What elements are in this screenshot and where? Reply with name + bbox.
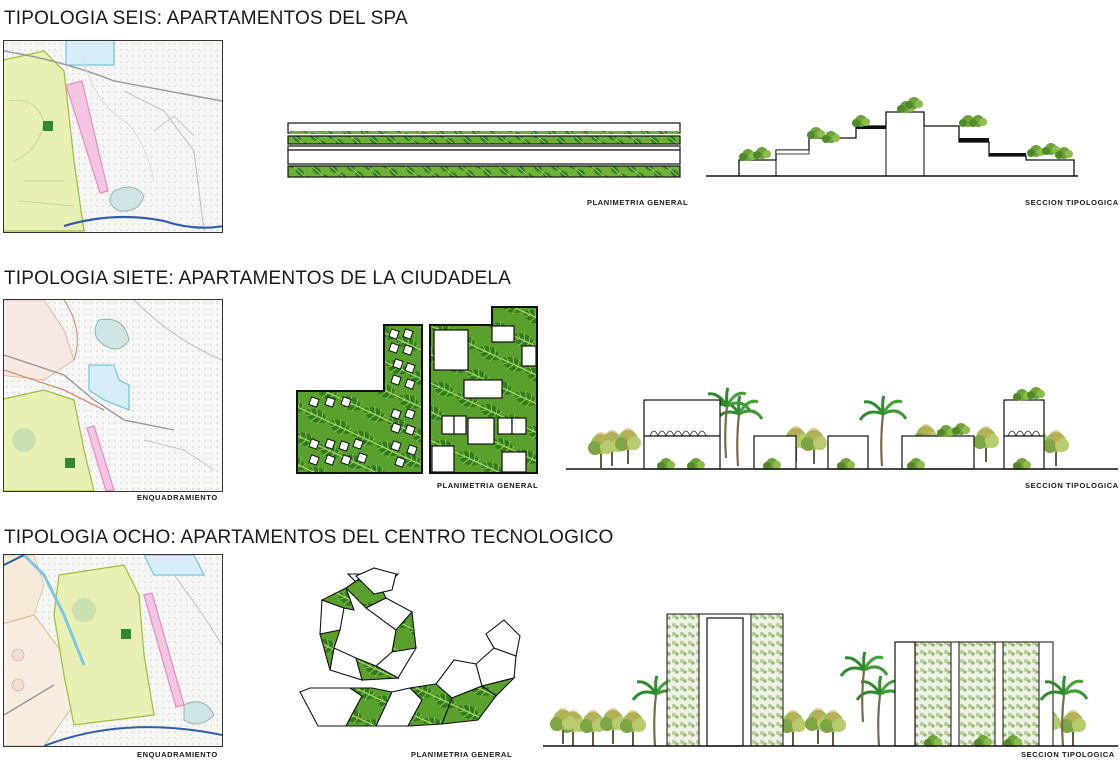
section-centro-tecnologico <box>543 613 1118 748</box>
caption-section-siete: SECCION TIPOLOGICA <box>1025 481 1119 490</box>
caption-plan-ocho: PLANIMETRIA GENERAL <box>411 750 513 759</box>
section-title-ocho: TIPOLOGIA OCHO: APARTAMENTOS DEL CENTRO … <box>4 527 614 548</box>
plan-centro-tecnologico <box>299 567 521 727</box>
caption-plan-seis: PLANIMETRIA GENERAL <box>587 198 689 207</box>
caption-map-siete: ENQUADRAMIENTO <box>137 493 218 502</box>
section-spa <box>706 97 1078 177</box>
caption-plan-siete: PLANIMETRIA GENERAL <box>437 481 539 490</box>
plan-spa <box>287 122 681 178</box>
location-map-siete <box>3 299 223 492</box>
section-title-siete: TIPOLOGIA SIETE: APARTAMENTOS DE LA CIUD… <box>4 268 512 289</box>
section-title-seis: TIPOLOGIA SEIS: APARTAMENTOS DEL SPA <box>4 8 408 29</box>
section-ciudadela <box>566 386 1118 470</box>
caption-section-seis: SECCION TIPOLOGICA <box>1025 198 1119 207</box>
caption-section-ocho: SECCION TIPOLOGICA <box>1021 750 1115 759</box>
plan-ciudadela <box>296 306 538 474</box>
location-map-ocho <box>3 554 223 747</box>
caption-map-ocho: ENQUADRAMIENTO <box>137 750 218 759</box>
location-map-seis <box>3 40 223 233</box>
